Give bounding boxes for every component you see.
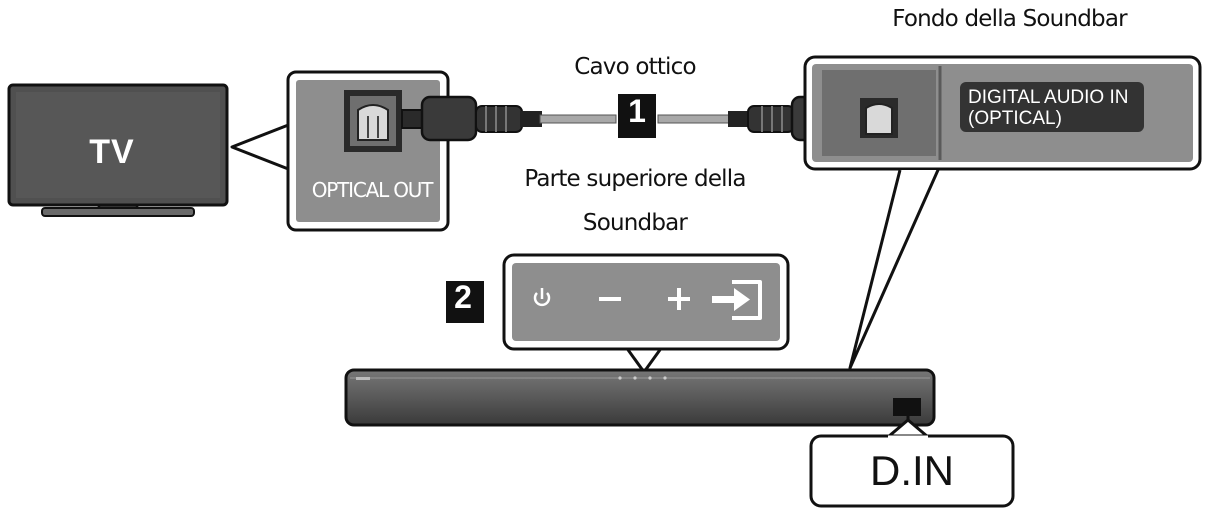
left-plug-strain-relief [475,105,523,133]
soundbar-top-label-line2: Soundbar [582,210,688,236]
tv-screen-inner [16,92,220,198]
optical-cable-label: Cavo ottico [574,54,696,80]
top-controls-callout [502,253,790,374]
soundbar-logo-mark [356,377,370,380]
digital-audio-in-label-plate [960,82,1144,132]
tv-callout-pointer [230,120,297,174]
bottom-callout-pointer [848,169,940,370]
volume-up-icon [668,288,690,310]
digital-audio-in-label: DIGITAL AUDIO IN (OPTICAL) [968,87,1128,129]
soundbar-illustration [344,368,936,427]
digital-audio-in-line2: (OPTICAL) [968,108,1062,129]
cable-segment-right [657,114,731,124]
cable-segment-left [539,114,617,124]
left-plug-tip [401,109,425,129]
digital-audio-in-line1: DIGITAL AUDIO IN [968,87,1129,108]
optical-out-label: OPTICAL OUT [311,178,434,202]
digital-in-socket [865,103,893,135]
tv-illustration [7,83,229,217]
optical-out-callout [286,70,450,232]
power-icon [533,288,551,307]
step-1-number: 1 [628,93,646,129]
soundbar-bottom-label: Fondo della Soundbar [892,6,1127,32]
top-controls-pointer [624,346,664,374]
soundbar-body [344,368,936,427]
left-plug-body [420,95,478,142]
soundbar-bottom-callout [803,55,1202,171]
d-in-port-marker [893,398,921,416]
tv-label: TV [89,133,135,171]
d-in-callout [809,414,1015,508]
tv-stand-base [41,207,195,217]
step-2-badge [446,281,484,323]
optical-out-port-socket [357,104,389,141]
step-1-badge [618,94,656,138]
volume-down-icon [599,297,621,301]
soundbar-top-label-line1: Parte superiore della [524,166,746,192]
source-icon [712,280,762,320]
d-in-label: D.IN [870,447,954,494]
step-2-number: 2 [454,279,472,315]
top-controls-panel [512,263,780,341]
